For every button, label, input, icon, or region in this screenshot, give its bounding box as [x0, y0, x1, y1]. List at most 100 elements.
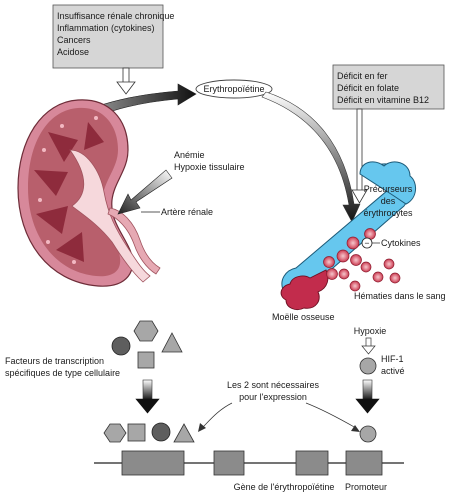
svg-text:Cytokines: Cytokines [381, 238, 421, 248]
precursors-label-3: érythrocytes [363, 208, 413, 218]
svg-text:Acidose: Acidose [57, 47, 89, 57]
red-blood-cell [389, 272, 401, 284]
deficits-down-arrow [351, 108, 368, 204]
precursors-label-2: des [381, 196, 396, 206]
red-blood-cell [349, 280, 361, 292]
precursor-cell [350, 254, 362, 266]
bone-marrow [280, 269, 329, 311]
hexagon-icon [133, 320, 159, 342]
square-icon [137, 351, 155, 369]
deficit-b12: Déficit en vitamine B12 [337, 95, 429, 105]
gene-block-right [295, 450, 329, 476]
svg-text:Déficit en vitamine B12: Déficit en vitamine B12 [337, 95, 429, 105]
square-icon [127, 423, 146, 442]
promoter-label: Promoteur [345, 482, 387, 492]
svg-text:activé: activé [381, 366, 405, 376]
kidney-pyramid [84, 122, 104, 150]
rbc-label: Hématies dans le sang [354, 291, 446, 301]
svg-text:érythrocytes: érythrocytes [363, 208, 413, 218]
gene-block-middle [213, 450, 245, 476]
marrow-label: Moëlle osseuse [272, 312, 335, 322]
factors-down-arrow [135, 379, 160, 414]
hif1-circle [359, 357, 377, 375]
kidney-illustration [17, 99, 161, 287]
svg-text:des: des [381, 196, 396, 206]
hif1-activated-label: activé [381, 366, 405, 376]
epo-label-group: Erythropoïétine [195, 79, 273, 99]
hexagon-icon [103, 423, 127, 443]
precursor-cell [338, 268, 350, 280]
cause-inflammation: Inflammation (cytokines) [57, 23, 155, 33]
deficit-folate: Déficit en folate [337, 83, 399, 93]
deficit-iron: Déficit en fer [337, 71, 388, 81]
both-needed-label-1: Les 2 sont nécessaires [227, 380, 320, 390]
deficits-box: Déficit en fer Déficit en folate Déficit… [332, 64, 445, 110]
svg-text:Gène de l'érythropoïétine: Gène de l'érythropoïétine [234, 482, 335, 492]
rbc-cells [349, 258, 401, 292]
kidney-pyramid [36, 206, 68, 234]
svg-text:Promoteur: Promoteur [345, 482, 387, 492]
red-blood-cell [383, 258, 395, 270]
svg-text:−: − [365, 238, 370, 248]
gene-label: Gène de l'érythropoïétine [234, 482, 335, 492]
kidney-cortex [28, 107, 121, 277]
hypoxia-down-arrow [361, 337, 376, 355]
kidney-pyramid [56, 232, 84, 262]
precursors-label-1: Précurseurs [364, 184, 413, 194]
causes-box-background [52, 4, 164, 69]
svg-text:Hypoxie: Hypoxie [354, 326, 387, 336]
triangle-icon [173, 423, 195, 443]
deficits-box-background [332, 64, 445, 110]
cause-cancers: Cancers [57, 35, 91, 45]
svg-text:pour l'expression: pour l'expression [239, 392, 307, 402]
promoter-block [345, 450, 383, 476]
epo-to-marrow-arrow [261, 91, 361, 223]
kidney-pyramid [34, 170, 68, 196]
svg-text:Les 2 sont nécessaires: Les 2 sont nécessaires [227, 380, 320, 390]
svg-text:Facteurs de transcription: Facteurs de transcription [5, 356, 104, 366]
precursor-cells [323, 228, 376, 280]
transcription-factor-shapes-top [111, 320, 183, 369]
svg-text:Déficit en fer: Déficit en fer [337, 71, 388, 81]
hif-down-arrow [355, 379, 380, 414]
kidney-pelvis [69, 149, 151, 283]
gene-block-left [121, 450, 185, 476]
red-blood-cell [360, 261, 372, 273]
cytokines-inhibitor: − Cytokines [361, 237, 421, 249]
factors-label-1: Facteurs de transcription [5, 356, 104, 366]
anemia-arrow [117, 169, 173, 215]
gene-map: Gène de l'érythropoïétine Promoteur [94, 450, 404, 492]
causes-box: Insuffisance rénale chronique Inflammati… [52, 4, 174, 69]
epo-label: Erythropoïétine [203, 84, 264, 94]
circle-icon [151, 422, 171, 442]
precursor-cell [323, 256, 335, 268]
cause-ckd: Insuffisance rénale chronique [57, 11, 174, 21]
hif1-label: HIF-1 [381, 354, 404, 364]
svg-text:Cancers: Cancers [57, 35, 91, 45]
kidney-pyramid [48, 132, 78, 162]
transcription-factor-shapes-bottom [103, 422, 195, 443]
svg-text:Artère rénale: Artère rénale [161, 207, 213, 217]
svg-text:Précurseurs: Précurseurs [364, 184, 413, 194]
renal-artery [107, 207, 161, 275]
cause-acidosis: Acidose [57, 47, 89, 57]
hypoxia-label: Hypoxie [354, 326, 387, 336]
both-needed-right-line [305, 402, 357, 429]
triangle-icon [161, 332, 183, 353]
svg-text:spécifiques de type cellulaire: spécifiques de type cellulaire [5, 368, 120, 378]
precursor-cell [346, 236, 360, 250]
causes-down-arrow [116, 67, 136, 95]
both-needed-left-line [201, 402, 233, 429]
both-needed-label-2: pour l'expression [239, 392, 307, 402]
precursor-cell [326, 268, 338, 280]
svg-text:Insuffisance rénale chronique: Insuffisance rénale chronique [57, 11, 174, 21]
cytokines-label: Cytokines [381, 238, 421, 248]
epo-ellipse [195, 79, 273, 99]
bone-illustration [280, 161, 416, 311]
anemia-label: Anémie [174, 150, 205, 160]
renal-artery-label: Artère rénale [161, 207, 213, 217]
svg-text:HIF-1: HIF-1 [381, 354, 404, 364]
both-needed-left-arrowhead [198, 423, 206, 432]
minus-sign: − [365, 238, 370, 248]
